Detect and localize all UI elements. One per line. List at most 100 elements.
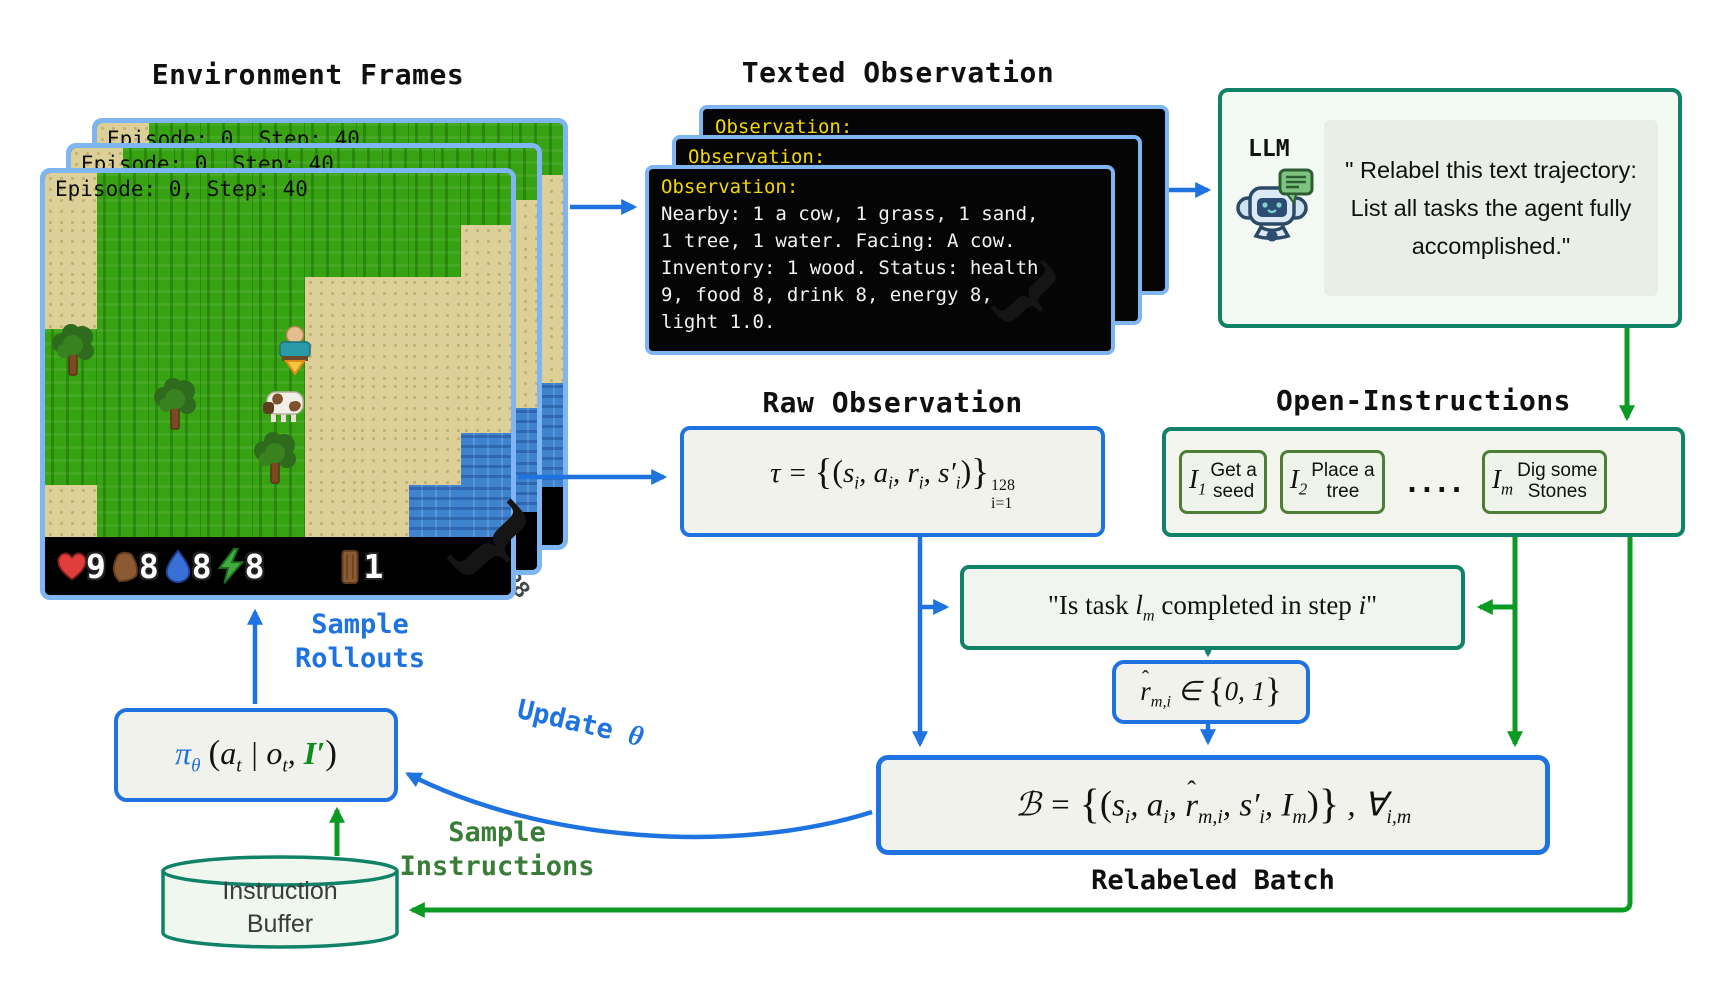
grass-tile xyxy=(149,277,201,329)
water-tile xyxy=(409,485,461,537)
grass-tile xyxy=(253,277,305,329)
grass-tile xyxy=(97,173,149,225)
tree-sprite xyxy=(49,323,97,377)
hud-food: 8 xyxy=(106,547,159,586)
texted-observation-title: Texted Observation xyxy=(741,56,1055,89)
relabel-prompt-box: "Is task lm completed in step i" xyxy=(960,565,1465,650)
grass-tile xyxy=(461,173,511,225)
grass-tile xyxy=(201,225,253,277)
sand-tile xyxy=(305,381,357,433)
sand-tile xyxy=(409,329,461,381)
observation-line: 9, food 8, drink 8, energy 8, xyxy=(661,284,993,306)
observation-line: 1 tree, 1 water. Facing: A cow. xyxy=(661,230,1016,252)
sand-tile xyxy=(305,329,357,381)
drink-icon xyxy=(165,549,191,584)
texted-observation-terminal: Observation:Nearby: 1 a cow, 1 grass, 1 … xyxy=(645,165,1115,355)
observation-line: light 1.0. xyxy=(661,311,776,333)
sand-tile xyxy=(305,433,357,485)
observation-header: Observation: xyxy=(688,146,826,168)
sand-tile xyxy=(45,173,97,225)
instruction-text: Dig some Stones xyxy=(1517,460,1598,502)
hud-wood: 1 xyxy=(331,547,383,586)
grass-tile xyxy=(45,433,97,485)
grass-tile xyxy=(409,173,461,225)
grass-tile xyxy=(201,173,253,225)
sand-tile xyxy=(357,433,409,485)
grass-tile xyxy=(97,485,149,537)
grass-tile xyxy=(201,381,253,433)
observation-line: Nearby: 1 a cow, 1 grass, 1 sand, xyxy=(661,203,1039,225)
water-tile xyxy=(461,433,511,485)
grass-tile xyxy=(149,225,201,277)
policy-close: ) xyxy=(325,732,337,772)
grass-tile xyxy=(201,433,253,485)
policy-instruction: I′ xyxy=(303,734,326,771)
sand-tile xyxy=(45,485,97,537)
sand-tile xyxy=(357,277,409,329)
sand-tile xyxy=(461,225,511,277)
hud-heart: 9 xyxy=(53,547,106,586)
grass-tile xyxy=(149,433,201,485)
cylinder-icon xyxy=(161,855,399,949)
grass-tile xyxy=(253,485,305,537)
grass-tile xyxy=(97,277,149,329)
instruction-symbol: I1 xyxy=(1189,464,1207,499)
sand-tile xyxy=(461,381,511,433)
observation-header: Observation: xyxy=(715,116,853,138)
sand-tile xyxy=(357,381,409,433)
sample-rollouts-label: Sample Rollouts xyxy=(294,609,426,674)
instruction-text: Place a tree xyxy=(1311,460,1375,502)
open-instructions-title: Open-Instructions xyxy=(1275,384,1572,417)
sand-tile xyxy=(357,485,409,537)
water-tile xyxy=(461,485,511,537)
policy-box: πθ (at | ot, I′) xyxy=(114,708,398,802)
grass-tile xyxy=(201,329,253,381)
hud-heart-value: 9 xyxy=(86,546,106,586)
grass-tile xyxy=(357,225,409,277)
policy-pi: πθ xyxy=(175,734,201,777)
player-sprite xyxy=(273,325,317,375)
instruction-symbol: Im xyxy=(1492,464,1514,499)
heart-icon xyxy=(57,552,87,581)
sand-tile xyxy=(305,277,357,329)
instruction-text: Get a seed xyxy=(1210,460,1257,502)
sand-tile xyxy=(45,277,97,329)
tree-sprite xyxy=(251,431,299,485)
ellipsis-dots: .... xyxy=(1403,465,1465,499)
instruction-symbol: I2 xyxy=(1289,464,1308,499)
grass-tile xyxy=(357,173,409,225)
robot-icon xyxy=(1234,164,1318,250)
sand-tile xyxy=(45,225,97,277)
hud-food-value: 8 xyxy=(138,546,159,586)
wood-icon xyxy=(340,549,359,585)
energy-icon xyxy=(217,547,245,584)
sand-tile xyxy=(409,277,461,329)
hud-drink-value: 8 xyxy=(191,546,212,586)
sand-tile xyxy=(409,381,461,433)
hud-energy-value: 8 xyxy=(244,546,265,586)
grass-tile xyxy=(97,381,149,433)
episode-step-label: Episode: 0, Step: 40 xyxy=(55,177,308,201)
hud-drink: 8 xyxy=(159,547,212,586)
grass-tile xyxy=(45,381,97,433)
grass-tile xyxy=(253,173,305,225)
grass-tile xyxy=(97,329,149,381)
sand-tile xyxy=(461,329,511,381)
hud-energy: 8 xyxy=(212,547,265,586)
llm-prompt-quote: " Relabel this text trajectory: List all… xyxy=(1324,120,1658,296)
sand-tile xyxy=(409,433,461,485)
sand-tile xyxy=(357,329,409,381)
llm-label: LLM xyxy=(1248,136,1290,162)
observation-line: Inventory: 1 wood. Status: health xyxy=(661,257,1039,279)
